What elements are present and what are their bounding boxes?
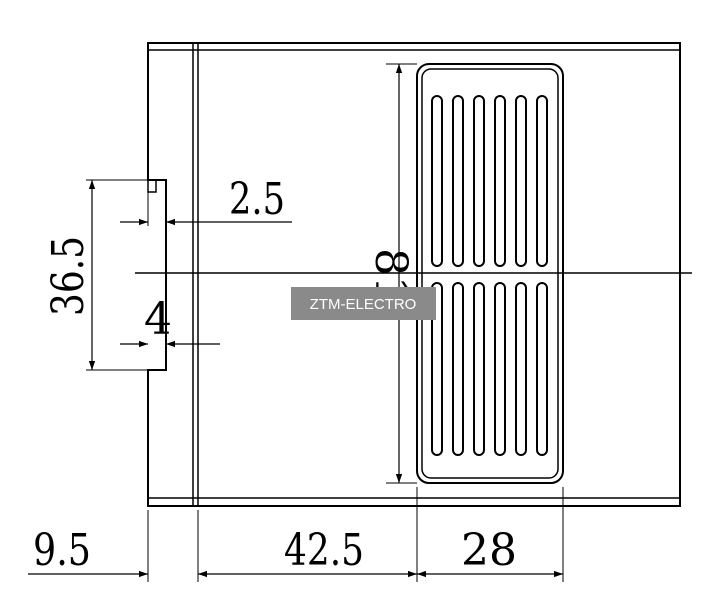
vent-panel xyxy=(416,63,564,484)
vent-slot-2-5 xyxy=(515,282,527,456)
vent-slot-2-1 xyxy=(431,282,443,456)
slot-notch xyxy=(147,179,157,193)
vent-slot-2-4 xyxy=(494,282,506,456)
vent-slot-1-4 xyxy=(494,95,506,267)
vent-slot-2-3 xyxy=(473,282,485,456)
dim-label-slot-depth: 4 xyxy=(144,294,172,345)
vent-slot-2-6 xyxy=(536,282,548,456)
dim-label-middle-width: 42.5 xyxy=(284,525,364,576)
dim-label-gap-width: 2.5 xyxy=(229,174,285,225)
vent-slot-1-2 xyxy=(452,95,464,267)
vent-slot-1-5 xyxy=(515,95,527,267)
watermark-text: ZTM-ELECTRO xyxy=(310,296,417,313)
dim-label-left-offset: 9.5 xyxy=(33,525,91,576)
watermark: ZTM-ELECTRO xyxy=(291,287,436,320)
vent-slot-1-3 xyxy=(473,95,485,267)
vent-slot-1-6 xyxy=(536,95,548,267)
dim-label-vent-width: 28 xyxy=(461,525,517,576)
vent-slots xyxy=(431,95,548,456)
dim-label-slot-height: 36.5 xyxy=(43,236,94,316)
watermark-box xyxy=(291,287,436,320)
vent-slot-1-1 xyxy=(431,95,443,267)
vent-slot-2-2 xyxy=(452,282,464,456)
